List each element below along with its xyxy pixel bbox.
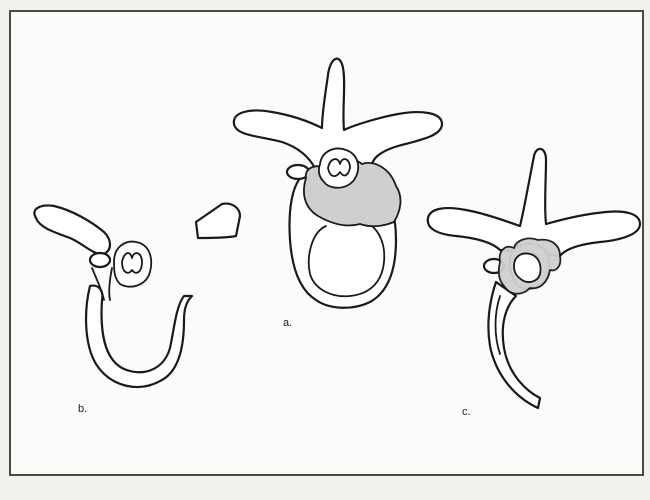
label-c: c. xyxy=(462,407,471,418)
vertebra-b-facet xyxy=(90,253,110,267)
vertebra-b-body xyxy=(86,286,192,387)
vertebra-a xyxy=(234,59,442,308)
vertebra-c xyxy=(428,149,640,408)
vertebra-b xyxy=(34,206,192,387)
vertebra-b-transverse-process xyxy=(34,206,110,255)
vertebra-c-body xyxy=(488,282,540,408)
vertebra-a-spinal-canal xyxy=(319,149,358,188)
label-b: b. xyxy=(78,404,87,415)
vertebra-b-spinal-canal xyxy=(114,242,151,287)
label-a: a. xyxy=(283,318,292,329)
bone-fragment xyxy=(196,204,240,238)
vertebra-c-spinal-canal-overlay xyxy=(514,254,541,283)
